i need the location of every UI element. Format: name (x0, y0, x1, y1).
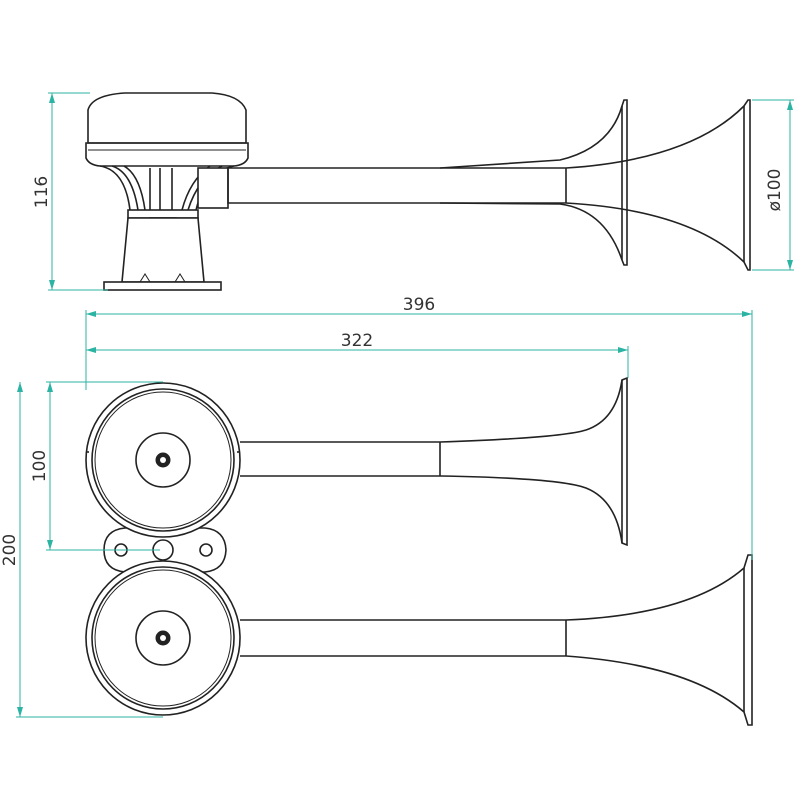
short-horn-length-label: 322 (341, 331, 373, 351)
height-label: 116 (32, 176, 52, 208)
dimension-center-distance: 100 (30, 381, 163, 551)
compressor-neck (99, 165, 235, 211)
dimension-short-horn-length: 322 (86, 331, 629, 378)
short-horn-side (439, 99, 628, 266)
center-distance-label: 100 (30, 450, 50, 482)
total-width-label: 200 (0, 534, 20, 566)
dimension-overall-length: 396 (85, 295, 753, 560)
dimension-total-width: 200 (0, 382, 163, 718)
overall-length-label: 396 (403, 295, 435, 315)
mounting-bracket (103, 209, 222, 291)
compressor-dome (85, 92, 249, 167)
long-horn-side (227, 99, 751, 271)
mounting-plate (103, 527, 227, 573)
short-horn-top (240, 376, 628, 547)
compressor-disc-lower (85, 560, 241, 716)
long-horn-top (240, 554, 753, 726)
top-view (85, 376, 753, 726)
dimension-bell-diameter: ø100 (752, 99, 794, 271)
side-view (85, 92, 751, 291)
bell-diameter-label: ø100 (765, 169, 785, 212)
compressor-disc-upper (85, 382, 241, 538)
dimension-height: 116 (32, 92, 108, 291)
